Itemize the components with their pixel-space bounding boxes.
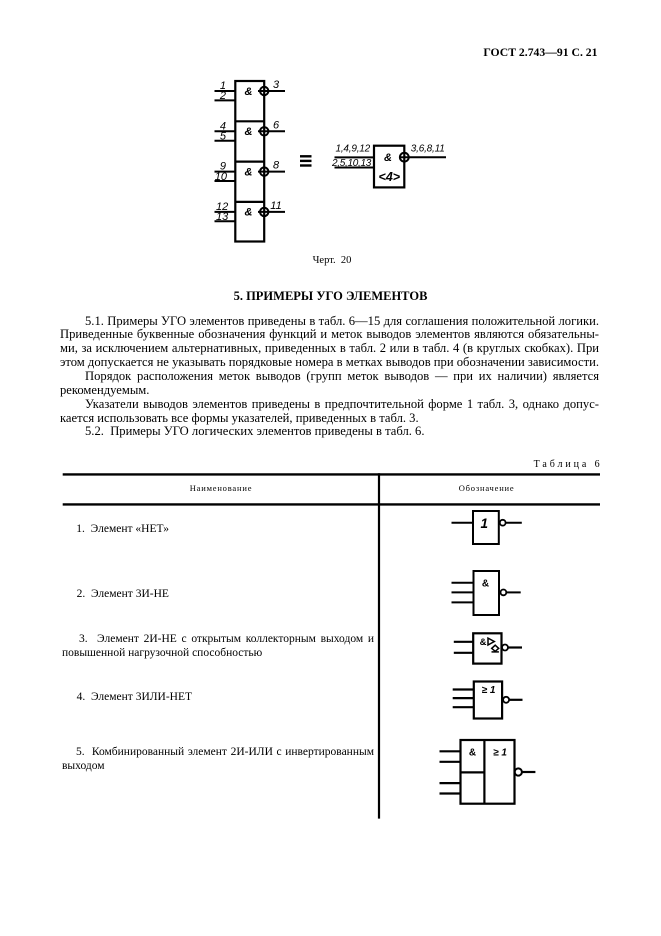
svg-text:1,4,9,12: 1,4,9,12 bbox=[335, 144, 370, 155]
svg-text:&: & bbox=[245, 86, 253, 98]
svg-text:4: 4 bbox=[220, 120, 226, 132]
svg-text:&: & bbox=[482, 578, 489, 589]
svg-text:6: 6 bbox=[273, 119, 280, 131]
svg-text:&: & bbox=[469, 747, 476, 758]
svg-text:2,5,10,13: 2,5,10,13 bbox=[331, 158, 372, 169]
svg-text:13: 13 bbox=[216, 211, 229, 223]
svg-text:&: & bbox=[384, 152, 392, 164]
svg-text:≥ 1: ≥ 1 bbox=[493, 747, 507, 758]
svg-text:&: & bbox=[245, 207, 253, 219]
svg-text:1: 1 bbox=[220, 80, 226, 92]
svg-text:9: 9 bbox=[220, 161, 226, 173]
svg-text:3: 3 bbox=[273, 79, 280, 91]
svg-text:≥ 1: ≥ 1 bbox=[482, 685, 496, 696]
svg-text:&: & bbox=[245, 166, 253, 178]
svg-text:10: 10 bbox=[215, 171, 228, 183]
svg-text:<4>: <4> bbox=[379, 170, 401, 184]
svg-text:&: & bbox=[480, 637, 487, 648]
svg-text:1: 1 bbox=[481, 516, 489, 531]
svg-text:12: 12 bbox=[216, 201, 228, 213]
svg-text:2: 2 bbox=[219, 90, 226, 102]
svg-text:5: 5 bbox=[220, 131, 227, 143]
svg-text:3,6,8,11: 3,6,8,11 bbox=[411, 144, 445, 155]
svg-text:11: 11 bbox=[270, 200, 281, 212]
svg-text:&: & bbox=[245, 126, 253, 138]
svg-text:8: 8 bbox=[273, 160, 280, 172]
